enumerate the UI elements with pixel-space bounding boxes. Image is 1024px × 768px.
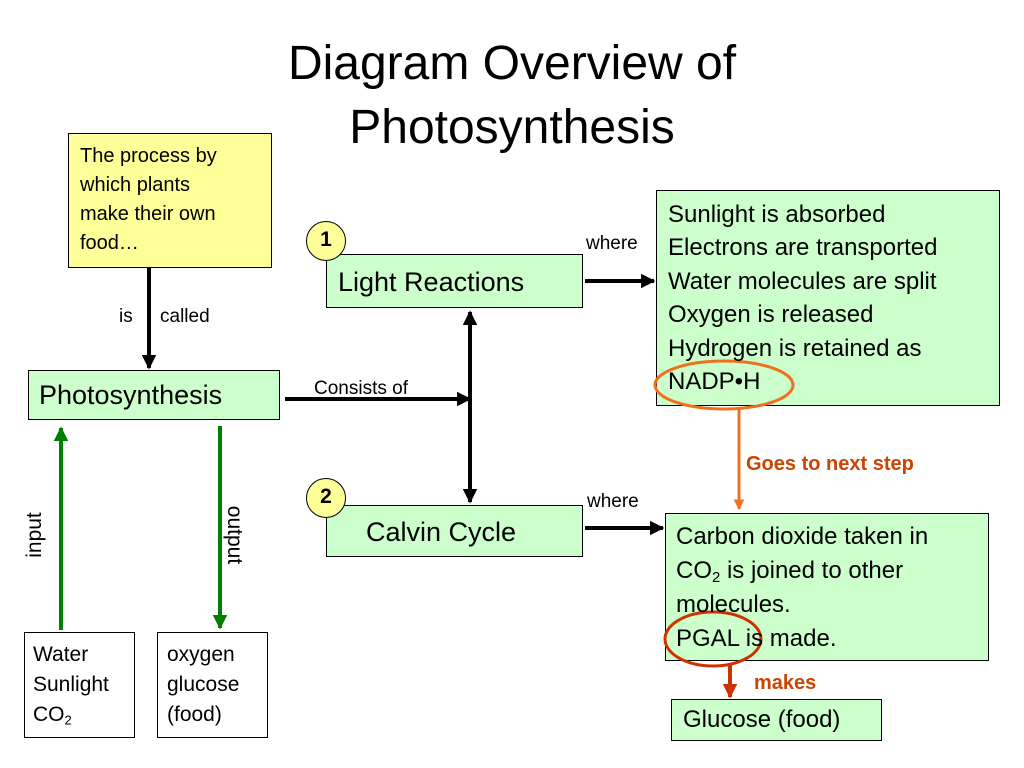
calvin-detail-line-2: CO2 is joined to other <box>676 554 903 588</box>
title-line-1: Diagram Overview of <box>287 37 737 90</box>
calvin-cycle-label: Calvin Cycle <box>366 517 517 547</box>
output-food: (food) <box>167 703 222 726</box>
co2-subscript: 2 <box>712 570 721 587</box>
input-co2-subscript: 2 <box>64 712 72 728</box>
step-1-badge: 1 <box>306 221 346 261</box>
calvin-cycle-box <box>326 505 583 557</box>
co2-formula: CO <box>676 557 712 584</box>
light-detail-line-4: Oxygen is released <box>668 301 874 328</box>
input-co2-formula: CO <box>33 703 65 726</box>
output-label: output <box>223 505 247 565</box>
inputs-box <box>24 632 135 738</box>
light-detail-line-5: Hydrogen is retained as <box>668 335 922 362</box>
definition-line-1: The process by <box>80 145 217 167</box>
light-detail-line-1: Sunlight is absorbed <box>668 201 886 228</box>
light-detail-line-2: Electrons are transported <box>668 234 938 261</box>
input-water: Water <box>33 643 89 666</box>
light-detail-line-3: Water molecules are split <box>668 268 937 295</box>
calvin-detail-line-4: PGAL is made. <box>676 625 837 652</box>
makes-label: makes <box>754 672 817 694</box>
photosynthesis-box <box>28 370 280 420</box>
output-glucose: glucose <box>167 673 240 696</box>
definition-line-3: make their own <box>80 203 216 225</box>
calvin-detail-line-1: Carbon dioxide taken in <box>676 523 929 550</box>
definition-line-4: food… <box>80 232 139 254</box>
input-co2: CO2 <box>33 700 72 730</box>
input-sunlight: Sunlight <box>33 673 109 696</box>
where-label-calvin: where <box>587 491 639 512</box>
definition-box <box>68 133 272 268</box>
goes-to-next-step-label: Goes to next step <box>746 453 914 475</box>
title-line-2: Photosynthesis <box>349 101 675 154</box>
step-2-badge: 2 <box>306 478 346 518</box>
output-oxygen: oxygen <box>167 643 235 666</box>
input-label: input <box>22 512 46 558</box>
definition-line-2: which plants <box>80 174 191 196</box>
calvin-detail-line-3: molecules. <box>676 591 791 618</box>
nadph-highlight <box>653 359 795 411</box>
light-detail-line-6: NADP•H <box>668 368 761 395</box>
is-label: is <box>119 306 133 327</box>
consists-of-label: Consists of <box>314 378 408 399</box>
calvin-cycle-details-box <box>665 513 989 661</box>
light-reactions-label: Light Reactions <box>338 267 525 297</box>
where-label-light: where <box>586 233 638 254</box>
photosynthesis-label: Photosynthesis <box>39 380 223 410</box>
glucose-label: Glucose (food) <box>683 706 841 733</box>
glucose-box <box>671 699 882 741</box>
calvin-detail-line-2-rest: is joined to other <box>720 557 904 584</box>
light-reactions-box <box>326 254 583 308</box>
called-label: called <box>160 306 210 327</box>
pgal-highlight <box>663 610 763 668</box>
outputs-box <box>157 632 268 738</box>
light-reactions-details-box <box>656 190 1000 406</box>
